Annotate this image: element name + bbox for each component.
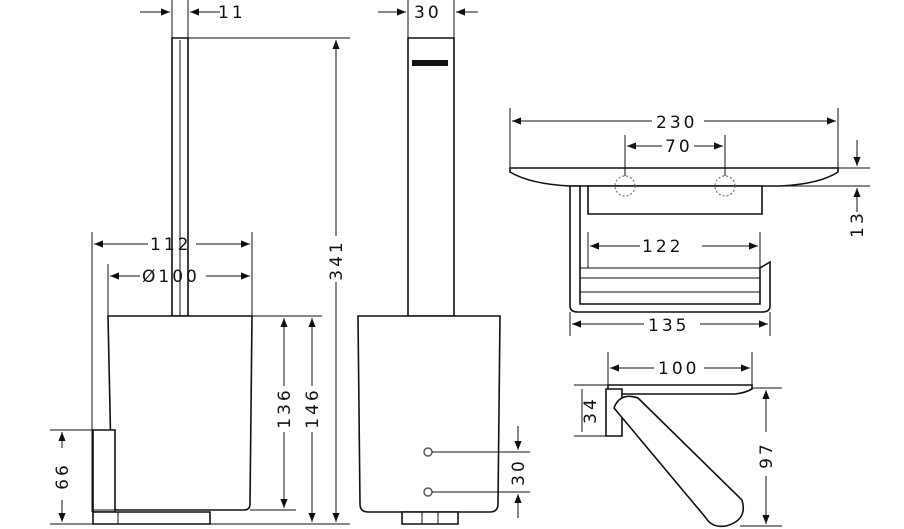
brush-container [107,315,253,511]
dim-label-11: 11 [218,3,246,23]
dim-label-34: 34 [581,396,601,424]
dimension-depth-100: 100 [607,352,753,385]
dimension-width-112: 112 [91,232,253,512]
hole-left [614,175,636,197]
side-base [401,511,459,525]
dimension-width-122: 122 [587,232,761,268]
mount-point-lower [423,487,433,497]
dimension-spacing-30: 30 [432,426,530,518]
dim-label-70: 70 [665,137,693,157]
side-shelf-plate [607,384,753,395]
dim-label-13: 13 [848,210,868,238]
dim-label-30-top: 30 [414,3,442,23]
dim-label-230: 230 [656,113,697,133]
wall-foot [92,429,116,513]
dim-label-122: 122 [642,237,683,257]
dim-label-146: 146 [303,387,323,428]
dimension-thickness-13: 13 [770,140,870,238]
shelf-bracket [569,185,771,313]
dim-label-112: 112 [150,235,191,255]
dimension-width-11: 11 [140,0,246,38]
dimension-height-34: 34 [574,384,608,437]
shelf-side-view [605,384,753,528]
side-arm [613,395,745,528]
side-handle [407,37,455,317]
dim-label-135: 135 [648,316,689,336]
dim-label-136: 136 [275,387,295,428]
dimension-diameter-100: Ø100 [107,264,250,316]
dimension-height-341: 341 [188,37,350,525]
dim-label-341: 341 [327,239,347,280]
shelf-plate [509,167,839,187]
side-container [357,315,501,513]
shelf-top-view [509,167,839,313]
dim-label-66: 66 [53,462,73,490]
dimension-height-146: 146 [303,318,323,522]
dimension-height-97: 97 [740,387,782,527]
dimension-height-66: 66 [50,429,93,525]
dim-label-d100: Ø100 [142,267,200,287]
dimension-width-230: 230 [509,108,839,168]
dimension-depth-30: 30 [378,0,478,38]
dim-label-100: 100 [658,359,699,379]
shelf-holder-front [587,185,763,215]
dim-label-30-side: 30 [509,458,529,486]
dim-label-97: 97 [757,441,777,469]
base-plate [92,511,211,525]
brush-holder-side-view [357,37,501,525]
mount-point-upper [423,447,433,457]
dimension-spacing-70: 70 [624,135,726,176]
dimension-height-136: 136 [250,315,322,511]
hole-right [714,175,736,197]
dimension-width-135: 135 [569,312,771,336]
